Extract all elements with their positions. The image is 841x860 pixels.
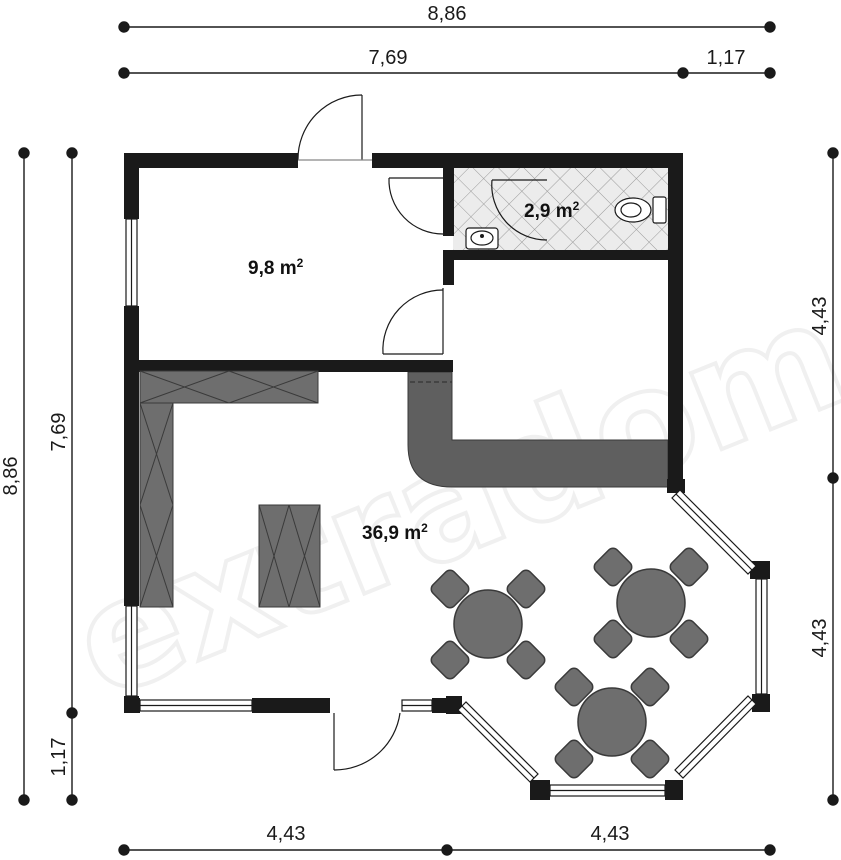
bay-diagonal-windows xyxy=(457,489,757,783)
table-right xyxy=(616,568,686,638)
sink-icon xyxy=(465,227,499,250)
dim-right-upper: 4,43 xyxy=(809,297,831,336)
room-area-main-hall: 36,9 m2 xyxy=(362,521,428,544)
center-island xyxy=(258,504,321,608)
dim-top-main: 7,69 xyxy=(369,47,408,69)
bar-counter xyxy=(407,371,669,488)
table-group-right xyxy=(593,547,709,659)
table-left xyxy=(453,589,523,659)
dim-left-main: 7,69 xyxy=(48,413,70,452)
room-area-wc: 2,9 m2 xyxy=(524,199,580,222)
walls xyxy=(124,153,770,800)
kitchen-cabinets xyxy=(139,370,319,608)
dim-bottom-left: 4,43 xyxy=(267,823,306,845)
windows xyxy=(125,218,768,797)
doors xyxy=(297,94,548,771)
dim-right-lower: 4,43 xyxy=(809,619,831,658)
dimension-labels: 8,86 7,69 1,17 8,86 7,69 1,17 4,43 4,43 … xyxy=(0,3,831,845)
dim-bottom-right: 4,43 xyxy=(591,823,630,845)
room-area-storage: 9,8 m2 xyxy=(248,256,304,279)
table-bottom xyxy=(577,687,647,757)
toilet-icon xyxy=(614,196,667,224)
dim-top-total: 8,86 xyxy=(428,3,467,25)
table-group-left xyxy=(430,569,546,680)
dimension-lines xyxy=(18,21,839,856)
dim-top-side: 1,17 xyxy=(707,47,746,69)
dim-left-total: 8,86 xyxy=(0,457,22,496)
table-group-bottom xyxy=(554,667,670,779)
dim-left-side: 1,17 xyxy=(48,738,70,777)
